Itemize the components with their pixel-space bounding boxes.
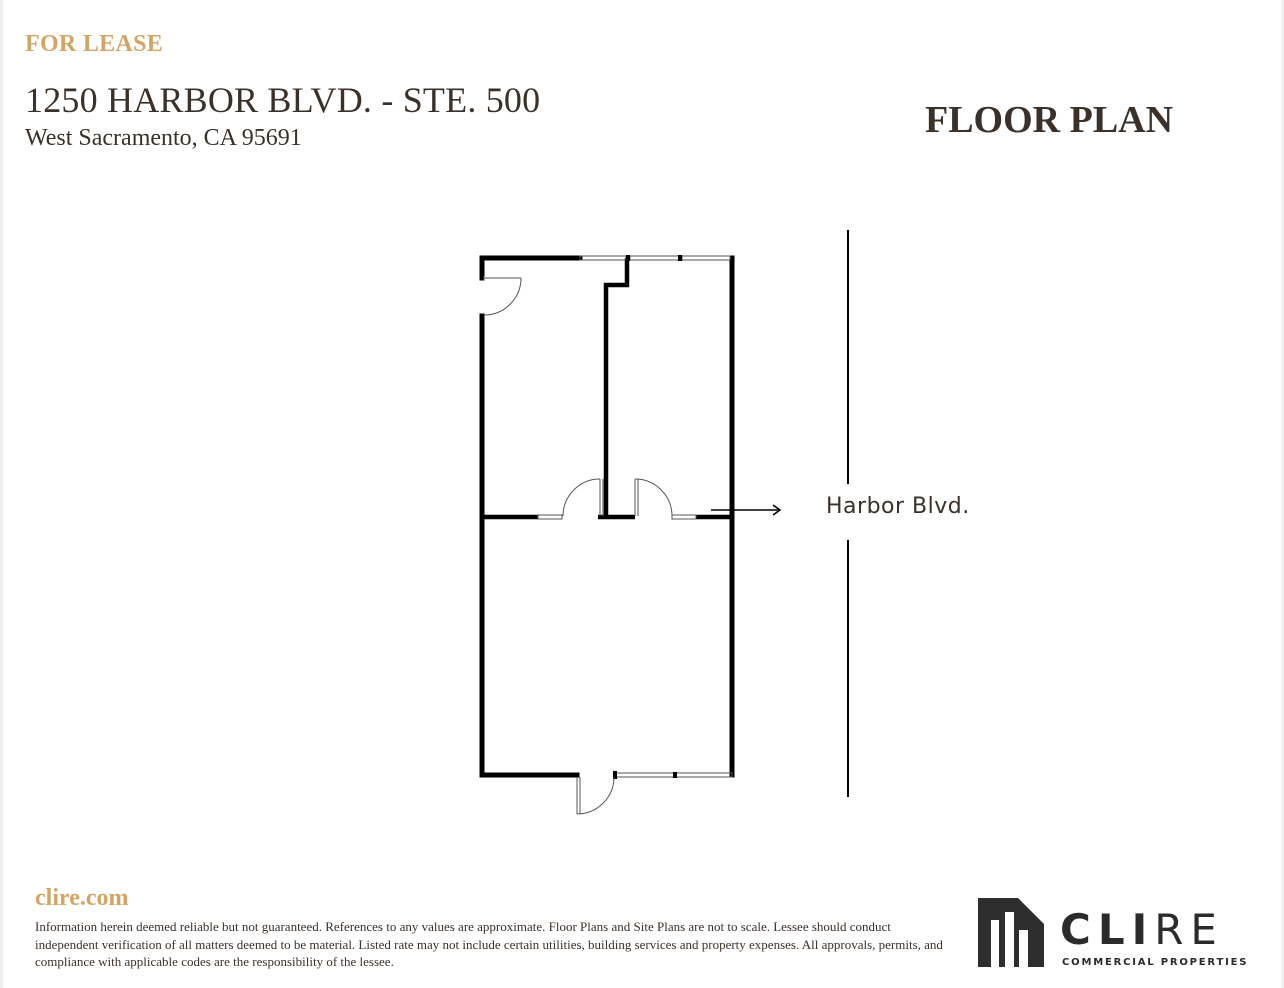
street-indicator bbox=[711, 230, 849, 797]
logo-light-text: RE bbox=[1154, 905, 1224, 954]
website-link[interactable]: clire.com bbox=[35, 885, 129, 911]
company-logo-wordmark: CLIRE bbox=[1060, 905, 1224, 955]
property-address: 1250 HARBOR BLVD. - STE. 500 bbox=[25, 80, 541, 120]
interior-walls bbox=[482, 258, 732, 520]
doors bbox=[483, 276, 673, 815]
right-edge-shadow bbox=[1281, 0, 1284, 988]
disclaimer-text: Information herein deemed reliable but n… bbox=[35, 919, 943, 969]
property-city: West Sacramento, CA 95691 bbox=[25, 125, 302, 151]
logo-bold-text: CLI bbox=[1060, 905, 1155, 954]
window-mullions bbox=[613, 255, 682, 779]
clire-building-logo-icon bbox=[978, 898, 1044, 967]
left-edge-shadow bbox=[0, 0, 3, 988]
street-label: Harbor Blvd. bbox=[826, 494, 970, 519]
company-logo-subtitle: COMMERCIAL PROPERTIES bbox=[1062, 957, 1249, 968]
page-title: FLOOR PLAN bbox=[925, 99, 1174, 141]
status-label: FOR LEASE bbox=[25, 31, 164, 57]
